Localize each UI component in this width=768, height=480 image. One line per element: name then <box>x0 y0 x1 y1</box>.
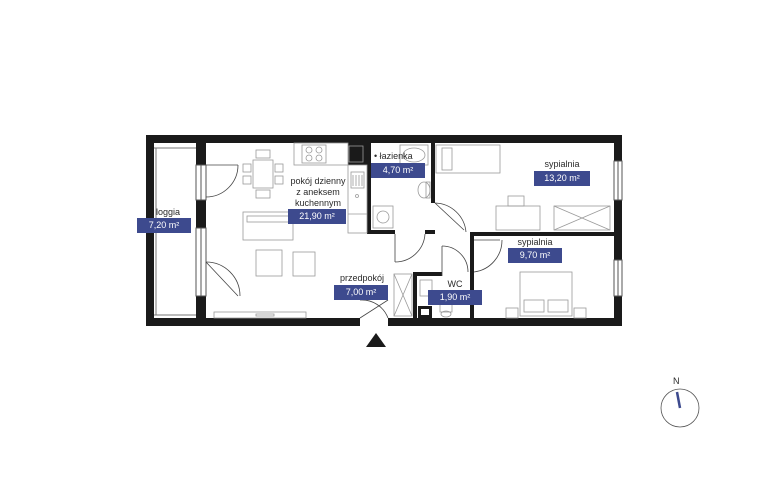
bed-1 <box>435 144 501 174</box>
entry-marker-icon <box>366 333 386 347</box>
wall-bottom-right <box>388 318 622 326</box>
wall-kitchen-column <box>348 143 367 165</box>
bath-toilet <box>417 181 431 199</box>
cooktop <box>301 144 327 164</box>
wall-bath-bed1 <box>431 143 435 203</box>
bedroom2-label: sypialnia <box>517 237 553 247</box>
kitchen-sink <box>350 171 365 189</box>
living-room-label-line3: kuchennym <box>294 198 342 208</box>
wall-bed1-bottom <box>470 232 614 236</box>
wall-bath-bottom-a <box>367 230 395 234</box>
wardrobe-1 <box>553 205 611 231</box>
hall-area-badge: 7,00 m² <box>334 285 388 300</box>
armchair-2 <box>292 251 316 277</box>
wall-wc-top <box>415 272 442 276</box>
compass-north-label: N <box>673 376 680 386</box>
hall-wardrobe <box>393 273 413 317</box>
desk <box>495 205 541 231</box>
bedroom1-label: sypialnia <box>544 159 580 169</box>
door-bedroom1-leaf <box>434 202 465 231</box>
wall-living-bath <box>367 143 371 233</box>
wall-hall-bed2 <box>470 232 474 272</box>
bullet-icon: • <box>374 151 380 161</box>
bedroom2-area-badge: 9,70 m² <box>508 248 562 263</box>
wc-label: WC <box>447 279 463 289</box>
hall-label: przedpokój <box>339 273 385 283</box>
wc-sink <box>419 279 433 297</box>
door-entry-leaf <box>359 299 389 319</box>
living-room-area-badge: 21,90 m² <box>288 209 346 224</box>
wall-right-bottom <box>614 296 622 326</box>
wall-loggia-divider-mid <box>196 200 206 228</box>
door-loggia-bottom-leaf <box>205 261 239 297</box>
wall-loggia-divider-top <box>196 143 206 165</box>
washing-machine <box>372 205 394 229</box>
loggia-area-badge: 7,20 m² <box>137 218 191 233</box>
wall-wc-left <box>413 272 417 318</box>
kitchen-side-counter <box>347 164 368 234</box>
wall-bath-bottom-b <box>425 230 435 234</box>
bathroom-label-text: łazienka <box>379 151 413 161</box>
dining-table <box>252 159 274 189</box>
bedroom2-furniture <box>505 271 587 319</box>
bathroom-label: • łazienka <box>374 151 426 162</box>
loggia-label: loggia <box>155 207 181 217</box>
bath-sink <box>348 145 364 163</box>
armchair-1 <box>255 249 283 277</box>
wall-top <box>146 135 622 143</box>
hall-wc-fixtures <box>393 273 453 318</box>
wc-area-badge: 1,90 m² <box>428 290 482 305</box>
living-room-label: pokój dzienny z aneksem kuchennym <box>282 176 354 209</box>
wall-right-top <box>614 135 622 161</box>
windows <box>195 160 623 297</box>
bed-2 <box>519 271 573 317</box>
living-room-label-line2: z aneksem <box>296 187 340 197</box>
bathroom-area-badge: 4,70 m² <box>371 163 425 178</box>
bedroom1-area-badge: 13,20 m² <box>534 171 590 186</box>
tv-cabinet <box>213 311 307 319</box>
doors <box>205 164 503 319</box>
living-furniture <box>213 149 316 319</box>
compass-icon <box>660 388 700 428</box>
wall-bottom-left <box>146 318 360 326</box>
sofa <box>242 211 294 241</box>
kitchen-counter <box>293 142 349 166</box>
living-room-label-line1: pokój dzienny <box>290 176 346 186</box>
wall-loggia-divider-bottom <box>196 296 206 326</box>
kitchen-fixtures <box>293 142 368 234</box>
bedroom1-furniture <box>435 144 611 231</box>
wall-right-mid <box>614 200 622 260</box>
